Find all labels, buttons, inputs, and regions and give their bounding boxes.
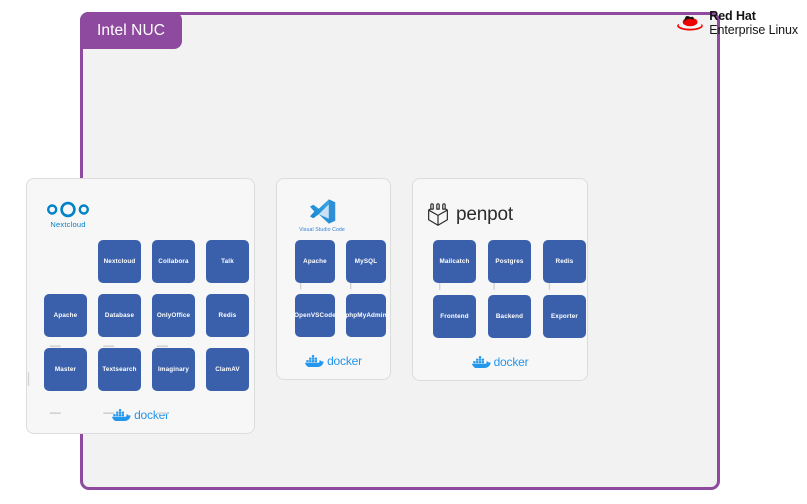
red-hat-brand-text: Red Hat Enterprise Linux <box>709 9 798 37</box>
node-nextcloud[interactable]: Nextcloud <box>98 240 141 283</box>
docker-label: docker <box>327 354 362 368</box>
node-onlyoffice[interactable]: OnlyOffice <box>152 294 195 337</box>
node-backend[interactable]: Backend <box>488 295 531 338</box>
node-exporter[interactable]: Exporter <box>543 295 586 338</box>
brand-line-1: Red Hat <box>709 9 756 23</box>
node-redis[interactable]: Redis <box>206 294 249 337</box>
penpot-logo-label: penpot <box>456 204 513 225</box>
visual-studio-code-logo-icon <box>309 198 335 224</box>
docker-label: docker <box>134 408 169 422</box>
node-frontend[interactable]: Frontend <box>433 295 476 338</box>
node-redis[interactable]: Redis <box>543 240 586 283</box>
node-postgres[interactable]: Postgres <box>488 240 531 283</box>
node-textsearch[interactable]: Textsearch <box>98 348 141 391</box>
stack-logo-nextcloud: Nextcloud <box>41 192 240 238</box>
docker-footer-vscode: docker <box>291 353 376 369</box>
node-grid-nextcloud: Nextcloud Collabora Talk Apache Database… <box>44 240 249 391</box>
docker-footer-nextcloud: docker <box>41 407 240 423</box>
stack-vscode: Visual Studio Code Apache MySQL OpenVSCo… <box>276 178 391 380</box>
red-hat-brand: Red Hat Enterprise Linux <box>677 9 798 37</box>
vscode-logo-label: Visual Studio Code <box>299 226 345 233</box>
penpot-logo-icon <box>428 203 448 226</box>
docker-whale-icon <box>305 355 324 367</box>
docker-footer-penpot: docker <box>427 354 573 370</box>
node-collabora[interactable]: Collabora <box>152 240 195 283</box>
node-placeholder <box>44 240 87 283</box>
red-hat-fedora-icon <box>677 15 704 30</box>
stack-logo-penpot: penpot <box>427 192 573 238</box>
node-phpmyadmin[interactable]: phpMyAdmin <box>345 294 387 337</box>
node-apache[interactable]: Apache <box>295 240 335 283</box>
nextcloud-logo-label: Nextcloud <box>50 220 86 229</box>
node-grid-vscode: Apache MySQL OpenVSCode phpMyAdmin <box>294 240 387 337</box>
node-clamav[interactable]: ClamAV <box>206 348 249 391</box>
docker-label: docker <box>493 355 529 369</box>
node-grid-penpot: Mailcatch Postgres Redis Frontend Backen… <box>433 240 586 338</box>
nextcloud-logo-icon <box>46 201 89 218</box>
stack-logo-vscode: Visual Studio Code <box>291 192 376 238</box>
docker-whale-icon <box>471 356 491 368</box>
docker-whale-icon <box>112 409 131 421</box>
stack-container: Nextcloud Nextclou <box>26 178 789 434</box>
node-database[interactable]: Database <box>98 294 141 337</box>
node-master[interactable]: Master <box>44 348 87 391</box>
node-openvscode[interactable]: OpenVSCode <box>294 294 336 337</box>
host-tab-intel-nuc: Intel NUC <box>80 12 182 49</box>
node-talk[interactable]: Talk <box>206 240 249 283</box>
stack-nextcloud: Nextcloud Nextclou <box>26 178 255 434</box>
host-tab-label: Intel NUC <box>96 21 166 39</box>
stack-penpot: penpot Mailcatch Postgres Redis Frontend… <box>412 178 588 381</box>
node-mailcatch[interactable]: Mailcatch <box>433 240 476 283</box>
node-apache[interactable]: Apache <box>44 294 87 337</box>
brand-line-2: Enterprise Linux <box>709 23 798 37</box>
node-mysql[interactable]: MySQL <box>346 240 386 283</box>
node-imaginary[interactable]: Imaginary <box>152 348 195 391</box>
